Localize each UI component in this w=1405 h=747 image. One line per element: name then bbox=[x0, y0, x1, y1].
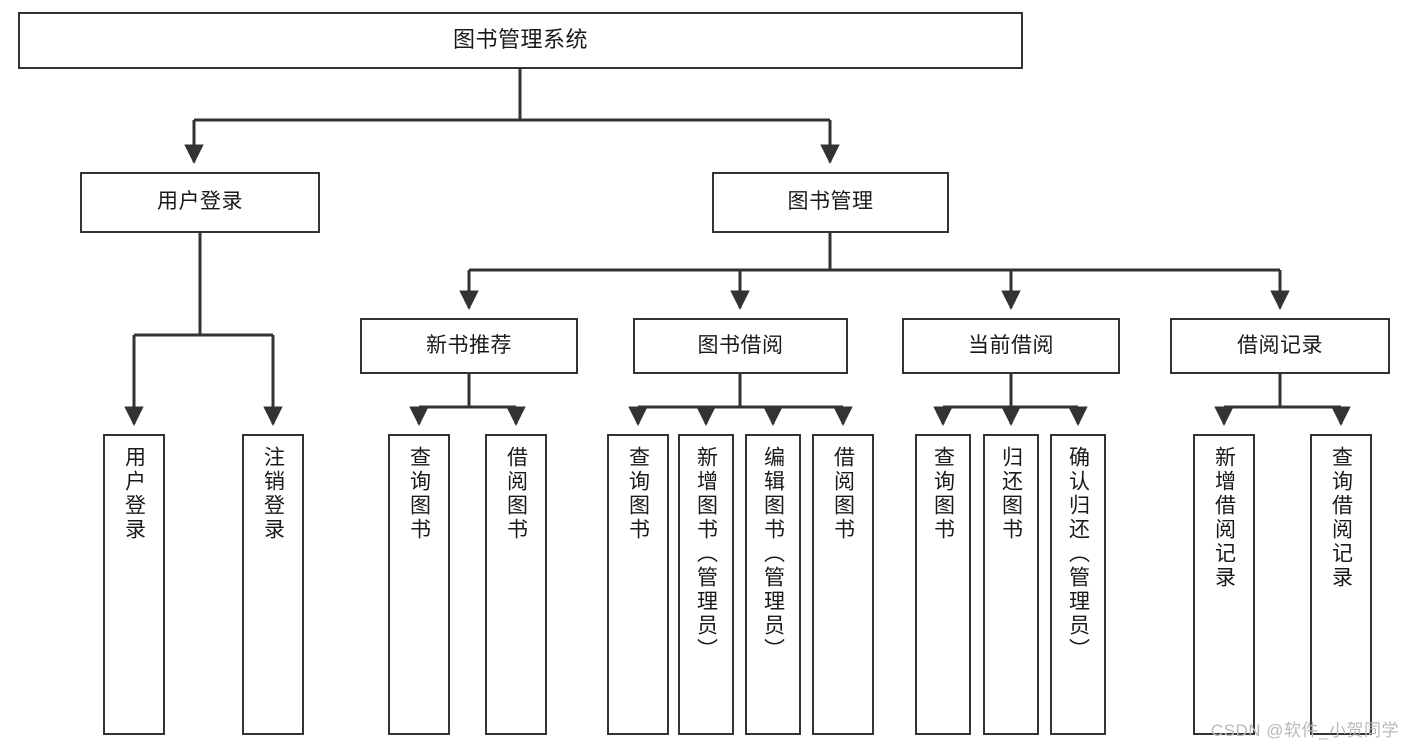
node-leaf-add-borrow-record-label: 新增借阅记录 bbox=[1212, 446, 1236, 590]
node-leaf-edit-book-admin-label: 编辑图书（管理员） bbox=[761, 446, 785, 662]
watermark: CSDN @软件_小贺同学 bbox=[1210, 721, 1399, 740]
node-current-borrow-label: 当前借阅 bbox=[968, 333, 1054, 357]
node-leaf-return-book[interactable]: 归还图书 bbox=[983, 434, 1039, 735]
node-leaf-confirm-return-admin-label: 确认归还（管理员） bbox=[1066, 446, 1090, 662]
node-borrow-record[interactable]: 借阅记录 bbox=[1170, 318, 1390, 374]
node-book-manage[interactable]: 图书管理 bbox=[712, 172, 949, 233]
node-user-login-label: 用户登录 bbox=[157, 190, 243, 214]
node-leaf-borrow-book-rec-label: 借阅图书 bbox=[504, 446, 528, 542]
node-leaf-add-book-admin[interactable]: 新增图书（管理员） bbox=[678, 434, 734, 735]
node-leaf-user-login[interactable]: 用户登录 bbox=[103, 434, 165, 735]
node-leaf-add-book-admin-label: 新增图书（管理员） bbox=[694, 446, 718, 662]
node-new-book-rec-label: 新书推荐 bbox=[426, 333, 512, 357]
node-book-borrow-label: 图书借阅 bbox=[697, 333, 784, 357]
node-current-borrow[interactable]: 当前借阅 bbox=[902, 318, 1120, 374]
node-leaf-logout-label: 注销登录 bbox=[261, 446, 285, 542]
node-leaf-confirm-return-admin[interactable]: 确认归还（管理员） bbox=[1050, 434, 1106, 735]
node-borrow-record-label: 借阅记录 bbox=[1237, 333, 1323, 357]
node-book-manage-label: 图书管理 bbox=[787, 190, 874, 214]
node-leaf-borrow-book[interactable]: 借阅图书 bbox=[812, 434, 874, 735]
node-leaf-add-borrow-record[interactable]: 新增借阅记录 bbox=[1193, 434, 1255, 735]
node-leaf-query-borrow-record[interactable]: 查询借阅记录 bbox=[1310, 434, 1372, 735]
node-leaf-borrow-book-label: 借阅图书 bbox=[831, 446, 855, 542]
node-book-borrow[interactable]: 图书借阅 bbox=[633, 318, 848, 374]
node-leaf-query-book-current[interactable]: 查询图书 bbox=[915, 434, 971, 735]
node-user-login[interactable]: 用户登录 bbox=[80, 172, 320, 233]
node-leaf-return-book-label: 归还图书 bbox=[999, 446, 1023, 542]
node-leaf-borrow-book-rec[interactable]: 借阅图书 bbox=[485, 434, 547, 735]
node-leaf-query-book-borrow-label: 查询图书 bbox=[626, 446, 650, 542]
node-leaf-edit-book-admin[interactable]: 编辑图书（管理员） bbox=[745, 434, 801, 735]
node-leaf-query-borrow-record-label: 查询借阅记录 bbox=[1329, 446, 1353, 590]
node-leaf-logout[interactable]: 注销登录 bbox=[242, 434, 304, 735]
node-leaf-user-login-label: 用户登录 bbox=[122, 446, 146, 542]
node-new-book-rec[interactable]: 新书推荐 bbox=[360, 318, 578, 374]
node-leaf-query-book-current-label: 查询图书 bbox=[931, 446, 955, 542]
node-root[interactable]: 图书管理系统 bbox=[18, 12, 1023, 69]
node-leaf-query-book-borrow[interactable]: 查询图书 bbox=[607, 434, 669, 735]
node-leaf-query-book-rec[interactable]: 查询图书 bbox=[388, 434, 450, 735]
node-root-label: 图书管理系统 bbox=[452, 27, 588, 53]
node-leaf-query-book-rec-label: 查询图书 bbox=[407, 446, 431, 542]
